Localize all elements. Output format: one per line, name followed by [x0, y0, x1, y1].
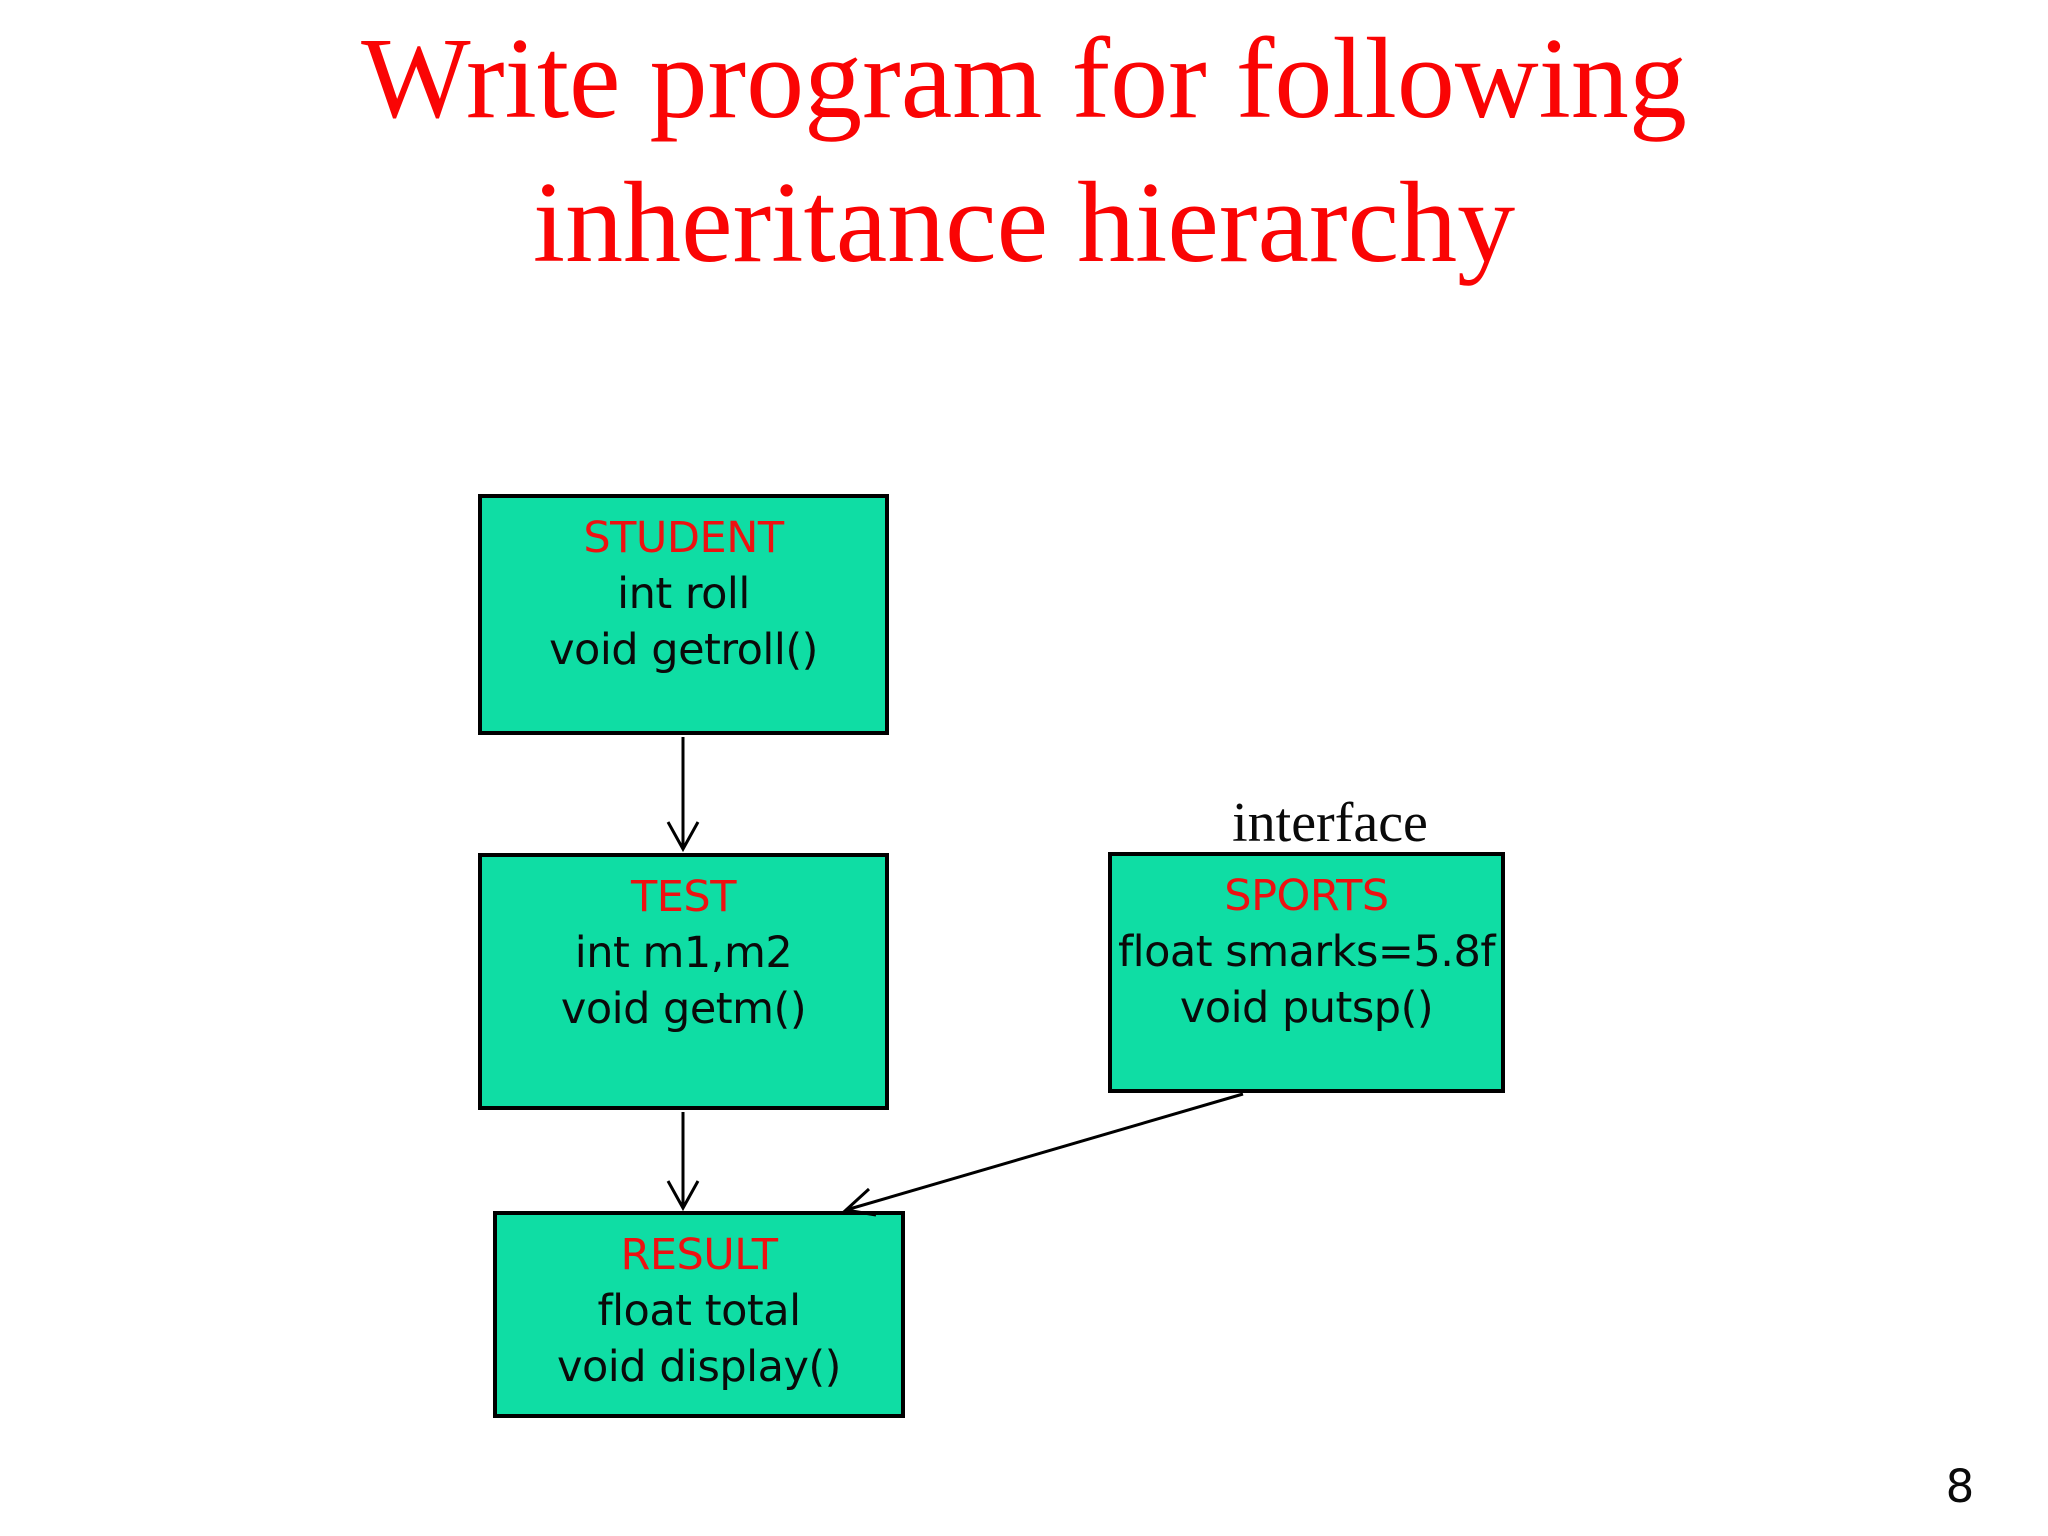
arrow-test-to-result-icon — [666, 1112, 700, 1212]
page-number: 8 — [1945, 1460, 1975, 1513]
method-line: void display() — [557, 1342, 841, 1392]
class-box-test: TEST int m1,m2 void getm() — [478, 853, 889, 1110]
class-name: TEST — [631, 872, 737, 922]
slide-title: Write program for following inheritance … — [361, 15, 1687, 287]
method-line: void putsp() — [1179, 983, 1434, 1033]
method-line: void getm() — [560, 984, 807, 1034]
field-line: float smarks=5.8f — [1118, 927, 1495, 977]
class-name: SPORTS — [1224, 871, 1389, 921]
class-box-result: RESULT float total void display() — [493, 1211, 905, 1418]
field-line: int m1,m2 — [574, 928, 793, 978]
method-line: void getroll() — [549, 625, 818, 675]
arrow-student-to-test-icon — [666, 737, 700, 853]
field-line: float total — [597, 1286, 801, 1336]
interface-label: interface — [1232, 792, 1428, 854]
class-box-student: STUDENT int roll void getroll() — [478, 494, 889, 735]
class-box-sports: SPORTS float smarks=5.8f void putsp() — [1108, 852, 1505, 1093]
class-name: RESULT — [620, 1230, 778, 1280]
class-name: STUDENT — [583, 513, 784, 563]
field-line: int roll — [617, 569, 750, 619]
arrow-sports-to-result-icon — [842, 1092, 1244, 1217]
